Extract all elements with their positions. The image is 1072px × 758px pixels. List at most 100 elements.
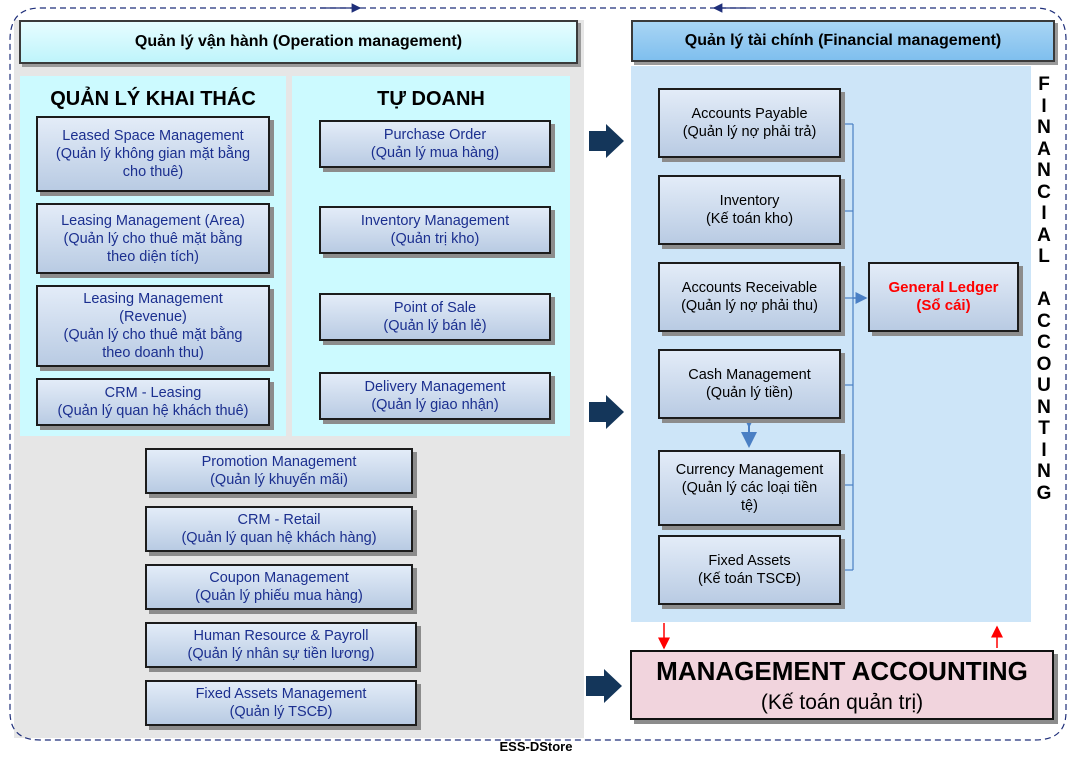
human-resource-payroll-box: Human Resource & Payroll (Quản lý nhân s… [145,622,417,668]
tu-doanh-title: TỰ DOANH [377,88,485,110]
footer-brand: ESS-DStore [499,739,573,754]
vertical-label-letter: L [1038,246,1050,267]
module-line: (Quản lý cho thuê mặt bằng [63,327,243,343]
module-line: (Quản lý giao nhận) [371,397,499,413]
module-line: Inventory [719,193,780,209]
module-line: CRM - Retail [237,512,321,528]
module-line: (Quản lý TSCĐ) [229,704,333,720]
vertical-label-letter: N [1037,160,1051,181]
module-line: Leasing Management [83,291,223,307]
module-line: (Quản lý nhân sự tiền lương) [187,646,375,662]
management-accounting-title: MANAGEMENT ACCOUNTING [656,655,1028,686]
module-line: cho thuê) [122,164,184,180]
leasing-management-area-box: Leasing Management (Area) (Quản lý cho t… [36,203,270,274]
cash-management-box: Cash Management (Quản lý tiền) [658,349,841,419]
module-line: Point of Sale [393,300,477,316]
vertical-label-letter: A [1037,138,1051,160]
module-line: Human Resource & Payroll [193,628,369,644]
module-line: Coupon Management [209,570,349,586]
module-line: Leased Space Management [62,128,244,144]
purchase-order-box: Purchase Order (Quản lý mua hàng) [319,120,551,168]
module-line: (Quản trị kho) [390,231,480,247]
vertical-label-letter: F [1038,74,1050,95]
module-line: tệ) [741,498,758,514]
operation-header: Quản lý vận hành (Operation management) [19,20,578,64]
vertical-label-letter: A [1037,289,1051,310]
vertical-label-letter: N [1037,396,1051,418]
vertical-label-letter: G [1036,482,1052,504]
module-line: (Revenue) [119,309,187,325]
leased-space-management-box: Leased Space Management (Quản lý không g… [36,116,270,192]
module-line: theo diện tích) [107,248,199,265]
currency-management-box: Currency Management (Quản lý các loại ti… [658,450,841,526]
coupon-management-box: Coupon Management (Quản lý phiếu mua hàn… [145,564,413,610]
module-line: (Quản lý mua hàng) [370,145,500,161]
module-line: (Quản lý nợ phải thu) [681,298,818,314]
module-line: (Quản lý bán lẻ) [383,318,487,334]
fixed-assets-management-box: Fixed Assets Management (Quản lý TSCĐ) [145,680,417,726]
general-ledger-line: (Sổ cái) [916,297,971,314]
vertical-label-letter: N [1037,461,1051,482]
point-of-sale-box: Point of Sale (Quản lý bán lẻ) [319,293,551,341]
module-line: Currency Management [675,462,824,478]
inventory-management-box: Inventory Management (Quản trị kho) [319,206,551,254]
block-arrow-1 [589,124,624,158]
module-line: Cash Management [688,367,811,383]
dashed-boundary [9,7,1067,741]
vertical-label-letter: O [1036,353,1052,375]
module-line: Accounts Payable [691,106,808,122]
ledger-bracket [841,123,854,571]
module-line: CRM - Leasing [104,385,202,401]
block-arrow-3 [586,669,622,703]
vertical-label-letter: N [1037,117,1051,138]
module-line: Fixed Assets Management [195,686,367,702]
financial-region [631,66,1031,622]
module-line: Delivery Management [364,379,506,395]
module-line: Leasing Management (Area) [61,212,245,229]
module-line: (Quản lý quan hệ khách thuê) [57,403,249,419]
vertical-label-letter: U [1037,375,1051,396]
vertical-label-letter: I [1041,203,1047,224]
module-line: theo doanh thu) [102,345,204,361]
khai-thac-title: QUẢN LÝ KHAI THÁC [50,88,256,110]
module-line: (Quản lý nợ phải trả) [682,124,817,140]
crm-retail-box: CRM - Retail (Quản lý quan hệ khách hàng… [145,506,413,552]
module-line: Accounts Receivable [681,280,818,296]
vertical-label-letter: C [1037,332,1051,353]
fixed-assets-box: Fixed Assets (Kế toán TSCĐ) [658,535,841,605]
vertical-label-letter: C [1037,310,1051,332]
module-line: (Quản lý quan hệ khách hàng) [181,530,377,546]
crm-leasing-box: CRM - Leasing (Quản lý quan hệ khách thu… [36,378,270,426]
general-ledger-box: General Ledger (Sổ cái) [868,262,1019,332]
module-line: (Quản lý cho thuê mặt bằng [63,230,243,247]
financial-header: Quản lý tài chính (Financial management) [631,20,1055,62]
general-ledger-line: General Ledger [888,279,999,296]
module-line: Purchase Order [383,127,487,143]
vertical-label-letter: A [1037,224,1051,246]
delivery-management-box: Delivery Management (Quản lý giao nhận) [319,372,551,420]
module-line: (Quản lý phiếu mua hàng) [195,588,363,604]
module-line: Inventory Management [360,213,510,229]
module-line: (Quản lý tiền) [705,385,794,401]
inventory-box: Inventory (Kế toán kho) [658,175,841,245]
module-line: Fixed Assets [708,553,791,569]
accounts-receivable-box: Accounts Receivable (Quản lý nợ phải thu… [658,262,841,332]
module-line: (Kế toán kho) [705,211,794,227]
module-line: (Quản lý khuyến mãi) [210,472,348,488]
management-accounting-subtitle: (Kế toán quản trị) [760,690,924,714]
block-arrow-2 [589,395,624,429]
accounts-payable-box: Accounts Payable (Quản lý nợ phải trả) [658,88,841,158]
module-line: Promotion Management [201,454,357,470]
promotion-management-box: Promotion Management (Quản lý khuyến mãi… [145,448,413,494]
vertical-label-letter: C [1037,181,1051,203]
management-accounting-box: MANAGEMENT ACCOUNTING (Kế toán quản trị) [630,650,1054,720]
module-line: (Kế toán TSCĐ) [698,571,801,587]
vertical-label-letter: I [1041,95,1047,117]
module-line: (Quản lý các loại tiền [681,480,818,496]
vertical-label-letter: T [1038,418,1050,439]
module-line: (Quản lý không gian mặt bằng [55,146,251,162]
leasing-management-revenue-box: Leasing Management (Revenue) (Quản lý ch… [36,285,270,367]
vertical-label-letter: I [1041,439,1047,461]
